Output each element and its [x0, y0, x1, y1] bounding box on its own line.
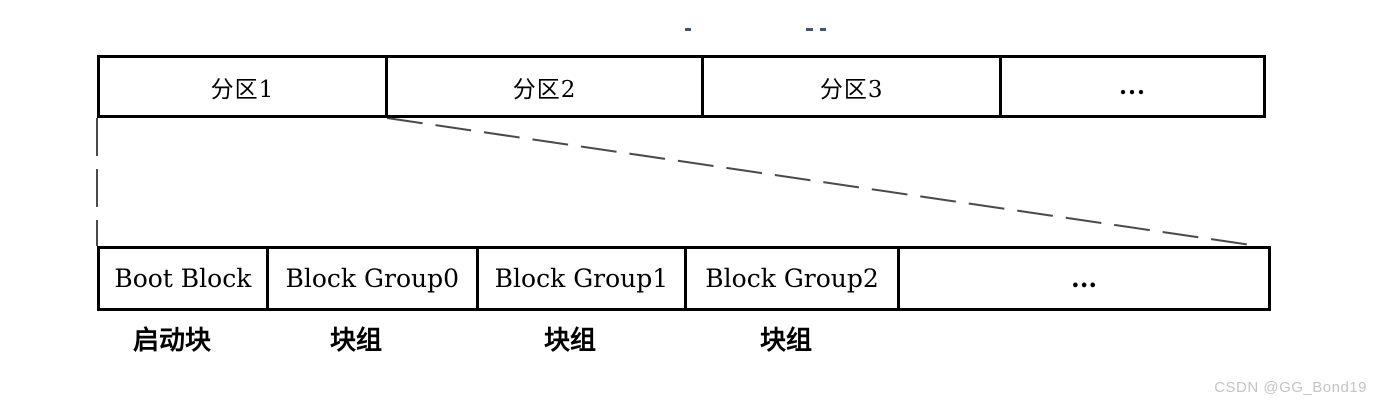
- dashed-line-diagonal: [386, 117, 1259, 247]
- block-group1-chinese-label: 块组: [543, 326, 597, 356]
- boot-block-cell: Boot Block: [114, 264, 252, 293]
- block-group2-chinese-label: 块组: [759, 326, 813, 356]
- partition-3-cell: 分区3: [701, 58, 999, 115]
- clipped-text-remnant: [685, 28, 691, 31]
- csdn-watermark: CSDN @GG_Bond19: [1214, 379, 1367, 396]
- block-group0-cell: Block Group0: [265, 249, 476, 308]
- clipped-text-remnant: [820, 28, 826, 31]
- block-group2-cell: Block Group2: [684, 249, 897, 308]
- block-group-row: Boot Block Block Group0 Block Group1 Blo…: [97, 246, 1271, 311]
- partition-ellipsis-cell: ...: [999, 58, 1263, 115]
- block-group1-cell: Block Group1: [475, 249, 684, 308]
- partition-row: 分区1 分区2 分区3 ...: [97, 55, 1266, 118]
- partition-2-cell: 分区2: [384, 58, 702, 115]
- clipped-text-remnant: [806, 28, 813, 31]
- boot-block-chinese-label: 启动块: [132, 326, 212, 356]
- block-group0-chinese-label: 块组: [329, 326, 383, 356]
- block-group-ellipsis-cell: ...: [897, 249, 1268, 308]
- partition-1-cell: 分区1: [210, 76, 275, 103]
